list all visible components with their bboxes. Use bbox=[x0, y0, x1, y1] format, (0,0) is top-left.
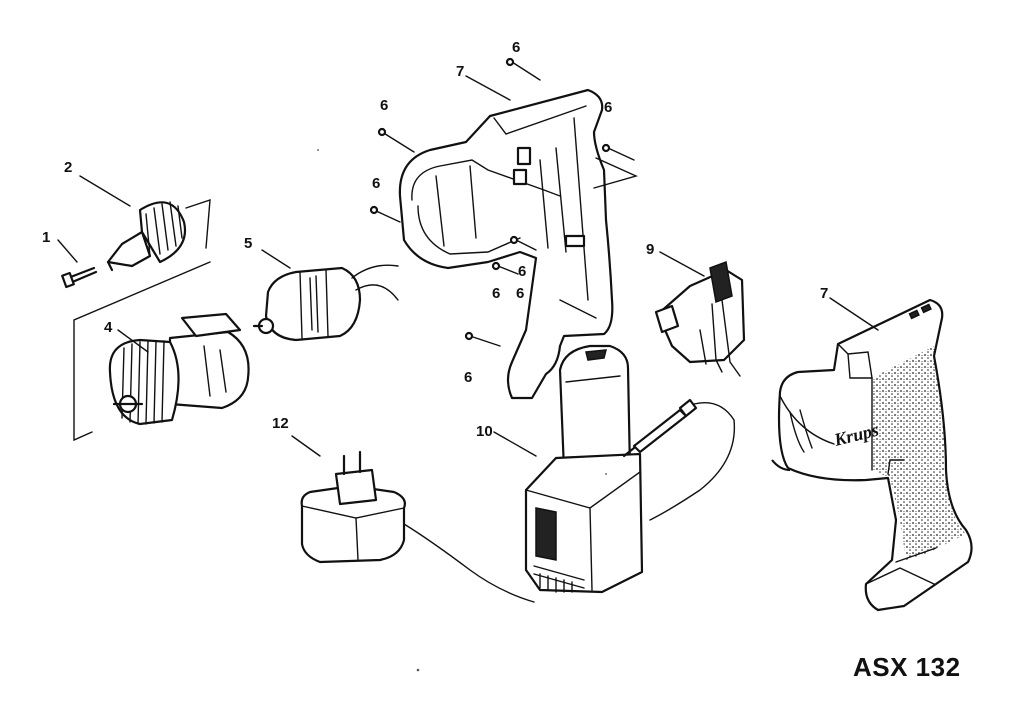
callout-labels: 1 2 4 5 6 6 6 6 6 6 6 6 7 7 9 10 12 bbox=[42, 39, 828, 440]
callout-6-top: 6 bbox=[512, 39, 520, 56]
callout-6-lower-b: 6 bbox=[464, 369, 472, 386]
callout-6-right: 6 bbox=[604, 99, 612, 116]
callout-7-right: 7 bbox=[820, 285, 828, 302]
part-5-motor bbox=[252, 249, 399, 342]
part-6-screws bbox=[369, 57, 639, 347]
part-7-housing-left-half bbox=[398, 75, 614, 400]
charger-probe-cable bbox=[622, 398, 736, 521]
part-4-gearbox-clutch bbox=[108, 312, 250, 426]
callout-1: 1 bbox=[42, 229, 50, 246]
callout-7-top: 7 bbox=[456, 63, 464, 80]
part-10-battery-pack bbox=[493, 344, 644, 594]
callout-2: 2 bbox=[64, 159, 72, 176]
callout-6-inner-a: 6 bbox=[518, 263, 526, 280]
callout-6-inner-b: 6 bbox=[516, 285, 524, 302]
callout-5: 5 bbox=[244, 235, 252, 252]
callout-10: 10 bbox=[476, 423, 493, 440]
callout-4: 4 bbox=[104, 319, 113, 336]
model-code-label: ASX 132 bbox=[853, 652, 961, 682]
callout-9: 9 bbox=[646, 241, 654, 258]
assembly-bracket-lines bbox=[73, 261, 211, 442]
part-1-chuck-screw bbox=[57, 239, 98, 289]
callout-12: 12 bbox=[272, 415, 289, 432]
callout-6-lower-a: 6 bbox=[492, 285, 500, 302]
callout-6-upper-left: 6 bbox=[380, 97, 388, 114]
part-7-housing-assembled: Krups bbox=[771, 297, 973, 612]
part-9-switch bbox=[654, 251, 746, 377]
part-2-drill-chuck bbox=[79, 175, 211, 272]
part-12-charger bbox=[291, 435, 535, 603]
callout-6-left: 6 bbox=[372, 175, 380, 192]
scan-specks bbox=[317, 149, 607, 672]
